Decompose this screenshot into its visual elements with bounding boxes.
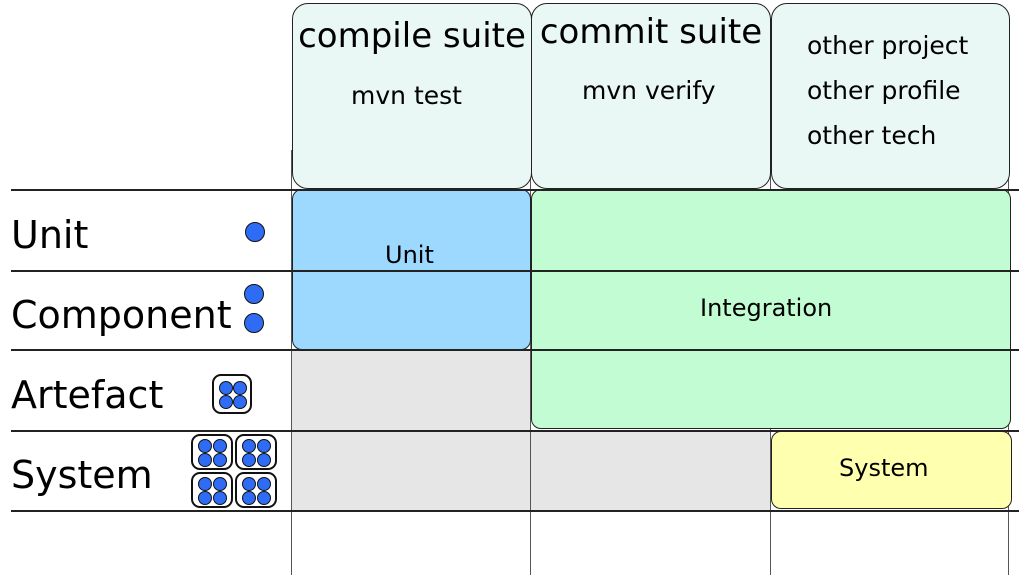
dot xyxy=(257,491,271,505)
row-label-system: System xyxy=(11,453,153,497)
dot xyxy=(244,284,264,304)
four-dot-square-icon xyxy=(212,374,252,414)
column-option-other-tech: other tech xyxy=(807,121,937,150)
dot xyxy=(213,439,227,453)
row-label-component: Component xyxy=(11,293,232,337)
dot xyxy=(242,439,256,453)
dot-square-icon xyxy=(191,434,233,470)
integration-block: Integration xyxy=(531,189,1011,429)
dot xyxy=(198,491,212,505)
empty-cell-system-commit xyxy=(531,432,770,511)
column-option-other-project: other project xyxy=(807,31,969,60)
dot xyxy=(219,395,233,409)
column-command: mvn test xyxy=(351,81,462,110)
column-option-other-profile: other profile xyxy=(807,76,961,105)
dot-square-icon xyxy=(191,472,233,508)
empty-cell-artefact-compile xyxy=(292,351,530,431)
dot xyxy=(213,491,227,505)
row-divider-unit xyxy=(11,270,1019,272)
column-divider-2 xyxy=(530,150,531,575)
row-divider-artefact xyxy=(11,430,1019,432)
dot xyxy=(213,453,227,467)
row-divider-top xyxy=(11,189,1019,191)
four-squares-icon xyxy=(191,434,279,508)
dot xyxy=(257,477,271,491)
integration-block-label: Integration xyxy=(700,294,833,322)
dot-square-icon xyxy=(235,434,277,470)
dot xyxy=(198,439,212,453)
dot xyxy=(219,381,233,395)
row-label-artefact: Artefact xyxy=(11,373,164,417)
dot xyxy=(242,491,256,505)
two-dots-icon xyxy=(243,284,265,334)
column-divider-1 xyxy=(291,150,292,575)
dot xyxy=(233,395,247,409)
column-header-commit-suite: commit suite mvn verify xyxy=(531,3,771,189)
system-block-label: System xyxy=(839,454,929,482)
unit-block-label: Unit xyxy=(385,241,434,269)
row-divider-component xyxy=(11,349,1019,351)
dot xyxy=(213,477,227,491)
column-title: commit suite xyxy=(539,12,763,52)
single-dot-icon xyxy=(245,222,265,242)
dot xyxy=(198,453,212,467)
column-command: mvn verify xyxy=(582,76,716,105)
column-title: compile suite xyxy=(298,16,526,56)
dot xyxy=(233,381,247,395)
dot xyxy=(242,477,256,491)
row-divider-system xyxy=(11,510,1019,512)
empty-cell-system-compile xyxy=(292,432,530,511)
dot xyxy=(198,477,212,491)
column-header-compile-suite: compile suite mvn test xyxy=(292,3,532,189)
dot xyxy=(244,313,264,333)
dot-square-icon xyxy=(235,472,277,508)
dot xyxy=(257,453,271,467)
system-block: System xyxy=(771,431,1012,509)
column-header-other: other project other profile other tech xyxy=(771,3,1010,189)
row-label-unit: Unit xyxy=(11,213,89,257)
dot xyxy=(257,439,271,453)
dot xyxy=(242,453,256,467)
